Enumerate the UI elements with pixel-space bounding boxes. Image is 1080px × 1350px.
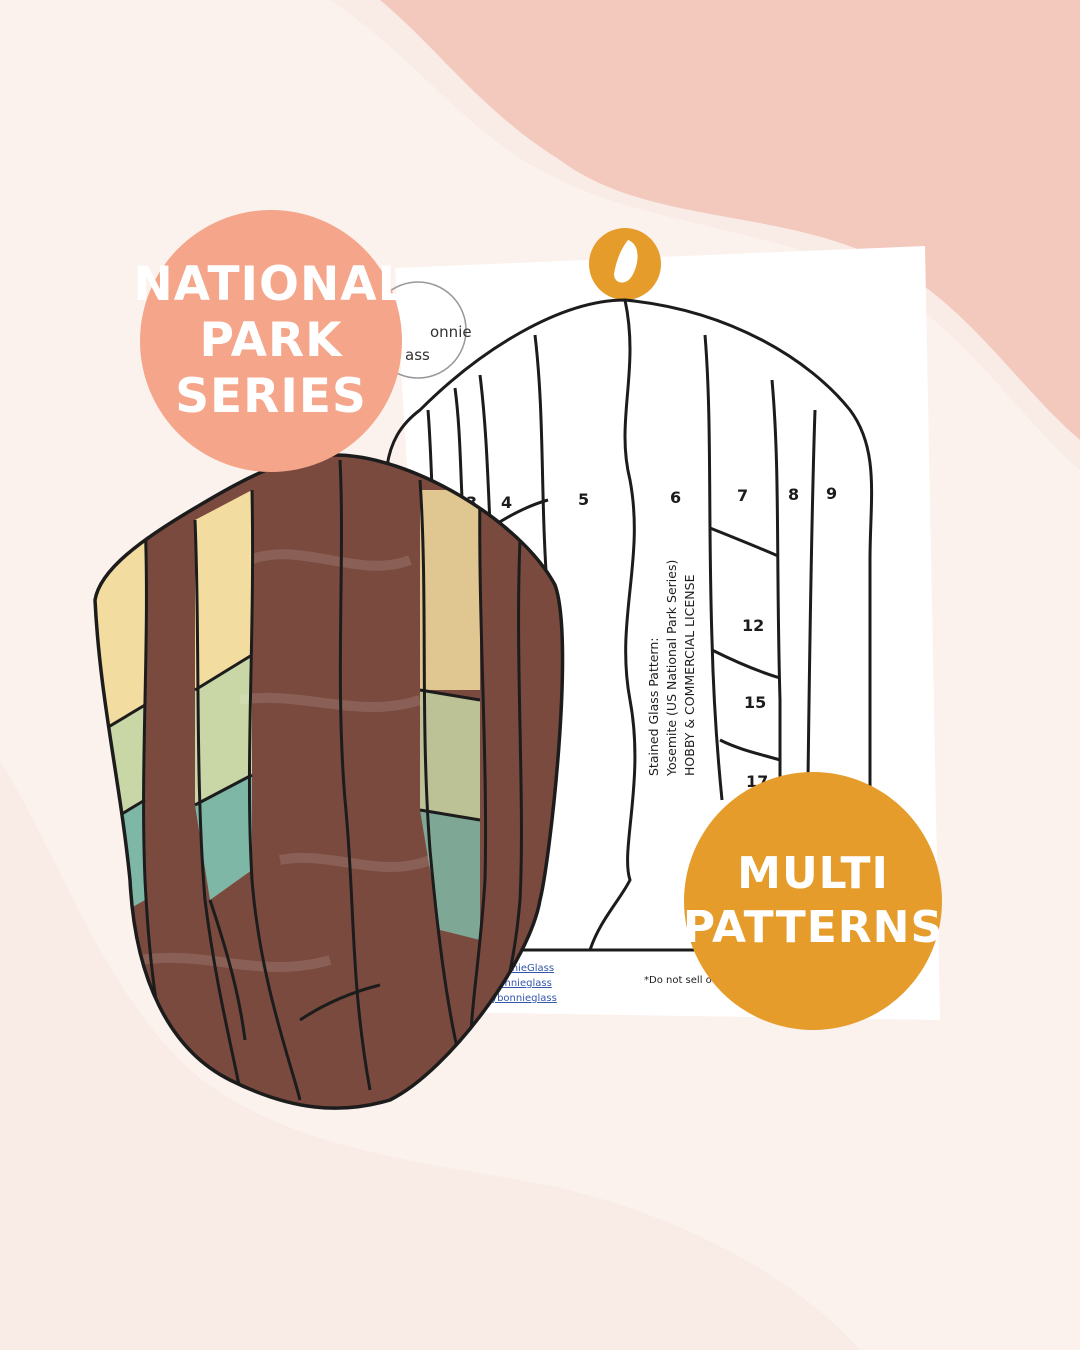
logo-text-bottom: ass [405, 346, 430, 364]
badge-line: SERIES [175, 369, 367, 424]
disclaimer-text: *Do not sell o [644, 975, 712, 986]
pattern-line [770, 379, 782, 790]
pattern-line [588, 299, 637, 951]
glass-pieces [95, 455, 563, 1109]
pattern-line [806, 409, 817, 781]
piece-number: 5 [578, 490, 589, 509]
piece-number: 7 [737, 486, 748, 505]
sky-piece [195, 490, 252, 690]
tree-trunk-icon [93, 453, 565, 1110]
badge-line: MULTI [737, 848, 889, 899]
piece-number: 9 [826, 484, 837, 503]
piece-number: 15 [744, 693, 766, 712]
brand-seal-mark [614, 240, 638, 283]
pattern-line [533, 334, 550, 601]
hill-band-icon [420, 690, 480, 820]
piece-number: 8 [788, 485, 799, 504]
badge-line: PATTERNS [682, 902, 944, 953]
sheet-title-line2: Yosemite (US National Park Series) [664, 560, 679, 777]
logo-text-top: onnie [430, 323, 472, 341]
sheet-title-line1: Stained Glass Pattern: [646, 638, 661, 777]
pattern-line [711, 648, 781, 680]
valley-piece [95, 800, 145, 920]
pattern-line [709, 526, 779, 558]
pattern-line [703, 334, 724, 801]
piece-number: 4 [501, 493, 512, 512]
national-park-series-badge: NATIONAL PARK SERIES [133, 210, 408, 472]
sky-piece [420, 490, 480, 690]
pink-blob [380, 0, 1080, 440]
piece-number: 12 [742, 616, 764, 635]
badge-line: NATIONAL [133, 257, 409, 312]
sheet-title-line3: HOBBY & COMMERCIAL LICENSE [682, 574, 697, 776]
badge-line: PARK [199, 313, 343, 368]
hill-band-icon [195, 655, 252, 805]
valley-piece [195, 775, 252, 900]
sky-piece [95, 520, 145, 735]
pattern-line [719, 738, 781, 762]
multi-patterns-badge: MULTI PATTERNS [682, 772, 944, 1030]
piece-number: 6 [670, 488, 681, 507]
valley-piece [420, 810, 480, 940]
